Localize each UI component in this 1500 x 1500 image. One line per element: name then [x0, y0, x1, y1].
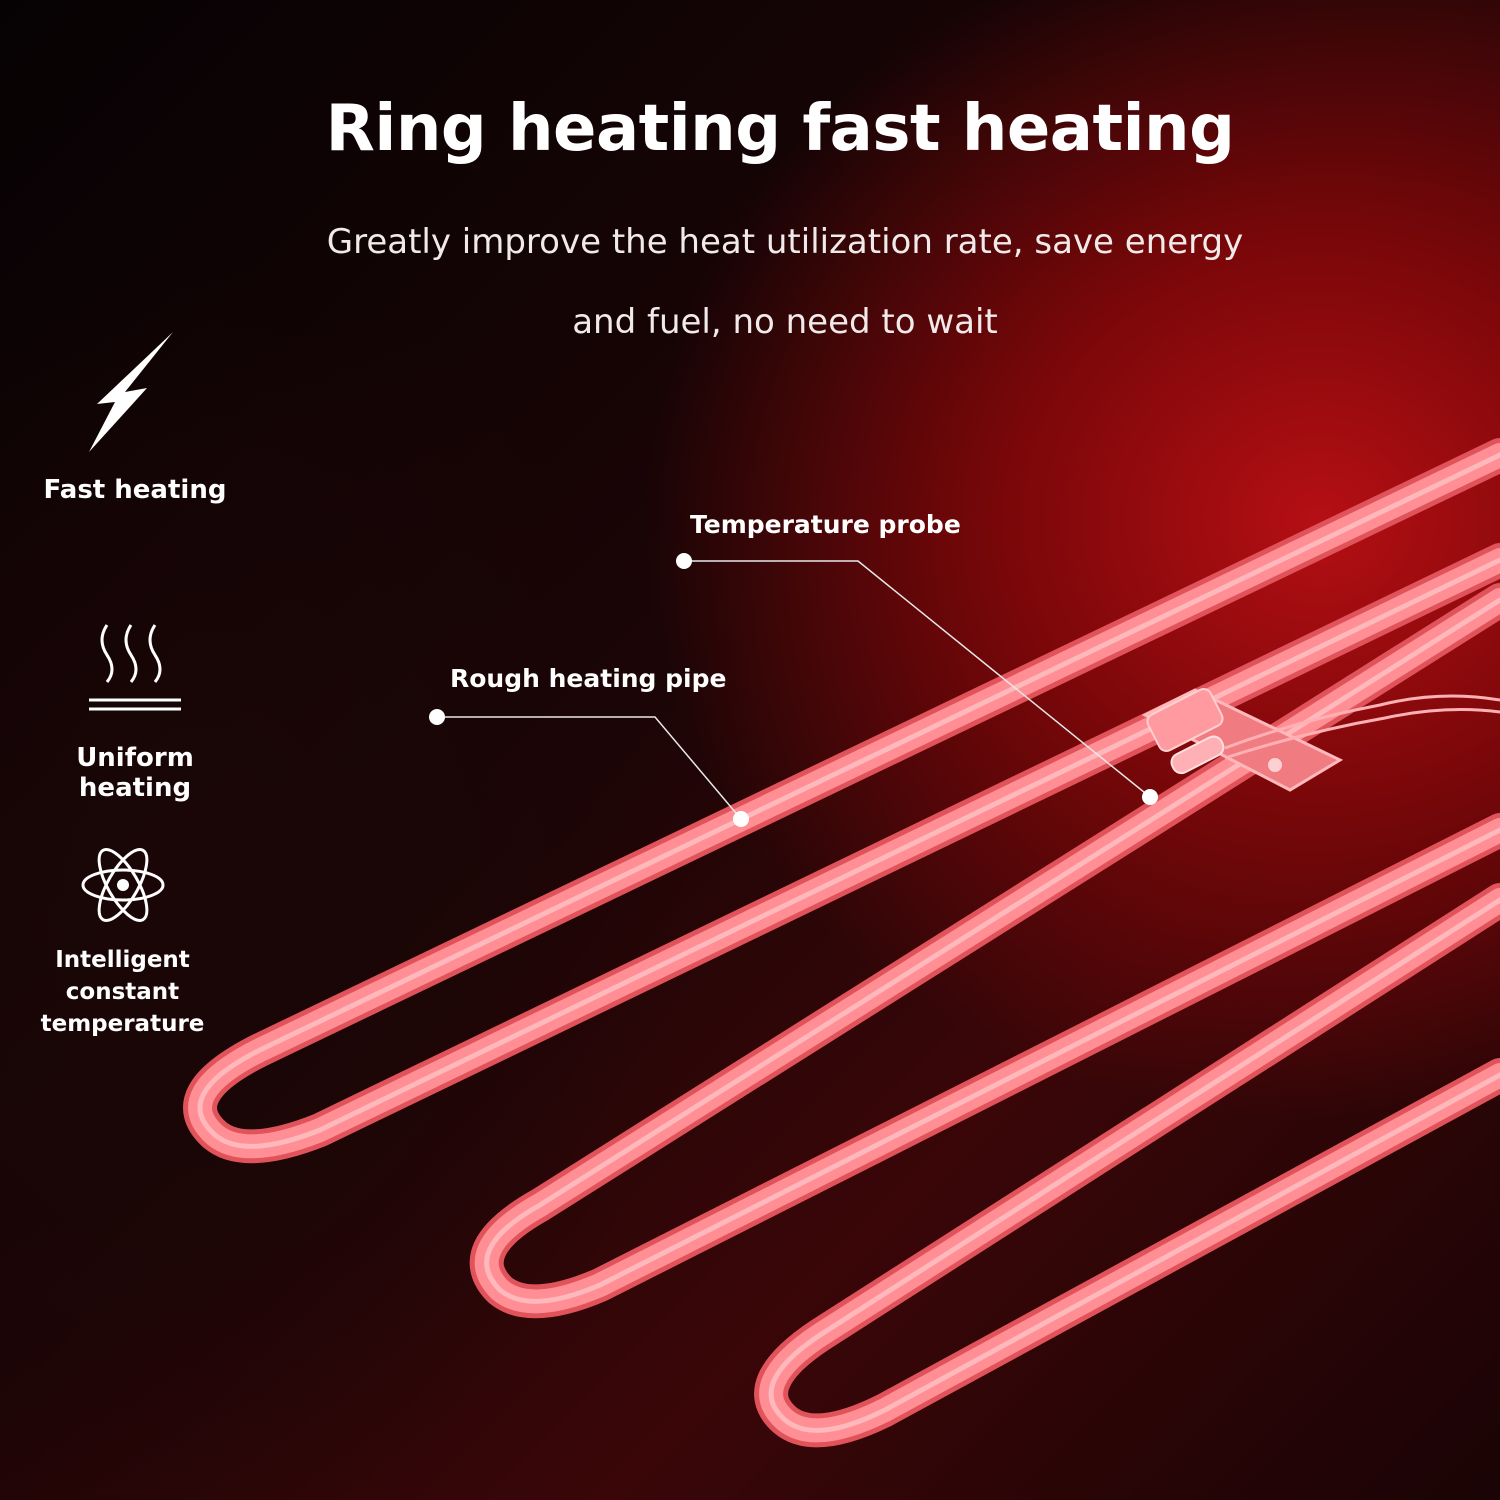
lightning-icon — [89, 332, 173, 452]
callout-label-rough-heating-pipe: Rough heating pipe — [450, 664, 727, 693]
callout-line-pipe — [429, 709, 749, 827]
heating-pipe-loop-3 — [754, 883, 1500, 1448]
headline: Ring heating fast heating — [325, 92, 1235, 166]
heat-waves-icon — [89, 624, 181, 711]
temperature-probe — [1170, 694, 1500, 775]
feature-label: Intelligent constant temperature — [40, 947, 205, 1037]
callout-label-temperature-probe: Temperature probe — [690, 510, 961, 539]
feature-fast-heating: Fast heating — [40, 330, 230, 505]
feature-label: Uniform heating — [76, 743, 194, 803]
heating-pipe-loop-1 — [183, 438, 1500, 1164]
feature-label: Fast heating — [43, 475, 227, 505]
subtitle-line-1: Greatly improve the heat utilization rat… — [326, 222, 1244, 262]
feature-uniform-heating: Uniform heating — [20, 620, 250, 803]
feature-intelligent-constant-temperature: Intelligent constant temperature — [0, 840, 245, 1040]
atom-icon — [81, 848, 164, 922]
clamp-bracket — [1141, 688, 1344, 792]
subtitle-line-2: and fuel, no need to wait — [572, 302, 998, 342]
heating-pipe-loop-2 — [469, 583, 1500, 1319]
callout-line-probe — [676, 553, 1158, 805]
